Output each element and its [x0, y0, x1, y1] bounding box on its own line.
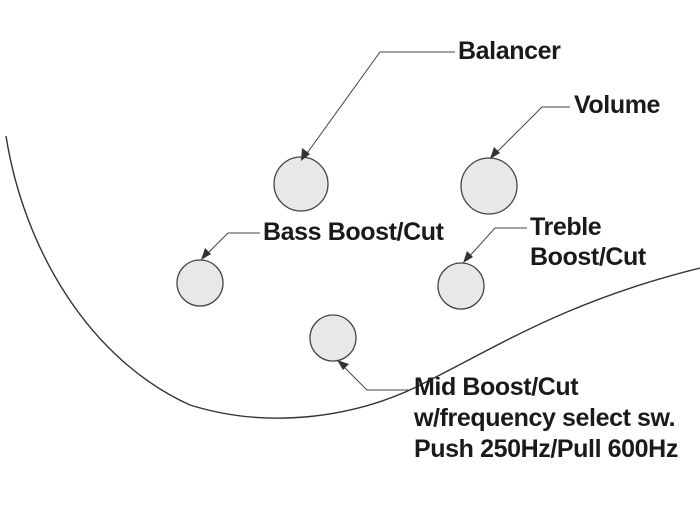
bass-label: Bass Boost/Cut: [263, 217, 444, 247]
body-outline-curve: [5, 135, 700, 419]
mid-label: Mid Boost/Cut w/frequency select sw. Pus…: [414, 372, 678, 465]
treble-label-line-1: Treble: [530, 213, 602, 241]
bass-label-text: Bass Boost/Cut: [263, 218, 444, 246]
treble-leader-line: [466, 227, 527, 260]
mid-label-line-1: Mid Boost/Cut: [414, 373, 579, 401]
mid-label-line-2: w/frequency select sw.: [414, 404, 676, 432]
mid-knob: [309, 314, 357, 362]
mid-leader-line: [340, 363, 410, 391]
volume-knob: [460, 157, 518, 215]
treble-label-line-2: Boost/Cut: [530, 243, 646, 271]
treble-arrowhead: [463, 251, 473, 263]
balancer-label-text: Balancer: [458, 37, 561, 65]
bass-knob: [176, 259, 224, 307]
volume-leader-line: [493, 106, 570, 156]
bass-arrowhead: [201, 248, 211, 260]
volume-arrowhead: [490, 147, 500, 159]
mid-arrowhead: [337, 360, 349, 370]
balancer-arrowhead: [301, 148, 310, 161]
balancer-leader-line: [304, 51, 455, 157]
volume-label-text: Volume: [574, 91, 661, 119]
treble-label: Treble Boost/Cut: [530, 212, 646, 272]
bass-leader-line: [204, 232, 260, 257]
treble-knob: [437, 262, 485, 310]
balancer-knob: [273, 156, 329, 212]
volume-label: Volume: [574, 90, 660, 120]
balancer-label: Balancer: [458, 36, 561, 66]
mid-label-line-3: Push 250Hz/Pull 600Hz: [414, 435, 678, 463]
